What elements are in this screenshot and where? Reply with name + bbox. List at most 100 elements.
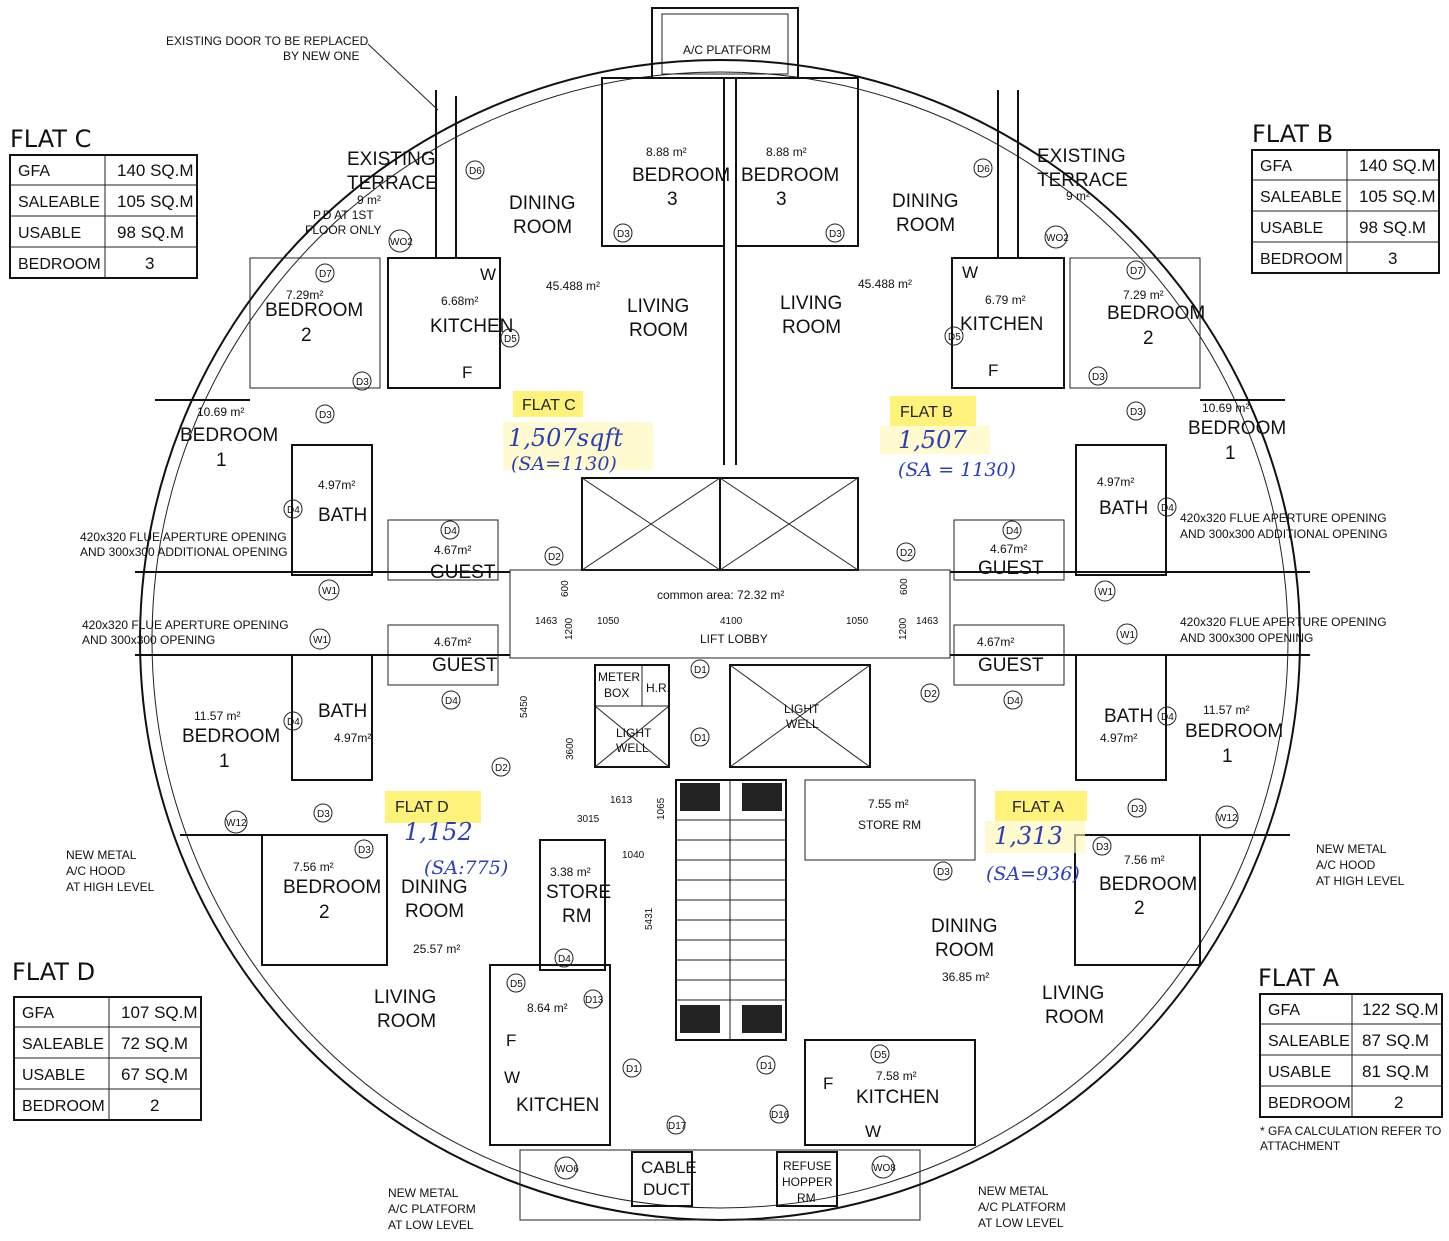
flat-a-usable-label: USABLE xyxy=(1268,1064,1331,1081)
svg-text:D2: D2 xyxy=(495,763,508,774)
common-area-label: common area: 72.32 m² xyxy=(657,588,784,602)
kitchen-c-fridge: F xyxy=(462,363,472,382)
window-tag: W12 xyxy=(1215,805,1239,829)
bedroom-2-c-area: 7.29m² xyxy=(286,288,323,302)
bath-c-area: 4.97m² xyxy=(318,478,355,492)
svg-text:D4: D4 xyxy=(287,717,300,728)
flat-d-highlight-label: FLAT D xyxy=(395,799,449,816)
guest-b-label: GUEST xyxy=(978,558,1044,579)
existing-door-note-2: BY NEW ONE xyxy=(283,49,359,63)
bedroom-1-b-area: 10.69 m² xyxy=(1202,401,1249,415)
flat-b-gfa-value: 140 SQ.M xyxy=(1359,156,1436,175)
existing-door-note: EXISTING DOOR TO BE REPLACED xyxy=(166,34,369,48)
window-tag: WO8 xyxy=(871,1155,896,1179)
flat-b-saleable-label: SALEABLE xyxy=(1260,189,1342,206)
window-tag: WO6 xyxy=(554,1156,579,1180)
dim-1050-right: 1050 xyxy=(846,616,869,627)
ac-platform-label: A/C PLATFORM xyxy=(683,43,771,57)
pd-note-2: FLOOR ONLY xyxy=(305,223,381,237)
svg-text:D5: D5 xyxy=(874,1050,887,1061)
flat-d-saleable-label: SALEABLE xyxy=(22,1036,104,1053)
bedroom-3-c-area: 8.88 m² xyxy=(646,145,687,159)
building-outline xyxy=(139,7,1301,1221)
door-tag: D4 xyxy=(1157,706,1177,726)
kitchen-d-walls xyxy=(489,964,611,1146)
window-tag: W1 xyxy=(318,579,340,601)
door-tag: D7 xyxy=(315,263,335,283)
bath-b-area: 4.97m² xyxy=(1097,475,1134,489)
dim-5431: 5431 xyxy=(644,907,655,930)
flat-a-bedroom-label: BEDROOM xyxy=(1268,1095,1351,1112)
flat-a-usable-value: 81 SQ.M xyxy=(1362,1062,1429,1081)
pd-note: P.D AT 1ST xyxy=(313,208,374,222)
flat-b-sa-handwritten: (SA = 1130) xyxy=(898,459,1016,481)
door-tag: D2 xyxy=(544,546,564,566)
ac-hood-note-right-1: NEW METAL xyxy=(1316,842,1387,856)
flat-c-table-title: FLAT C xyxy=(10,125,91,153)
door-tag: D5 xyxy=(870,1044,890,1064)
ac-hood-note-left-2: A/C HOOD xyxy=(66,864,126,878)
svg-text:WO6: WO6 xyxy=(556,1164,579,1175)
bath-c-walls xyxy=(291,444,373,576)
svg-text:D4: D4 xyxy=(445,696,458,707)
svg-text:D1: D1 xyxy=(694,665,707,676)
svg-text:W12: W12 xyxy=(1217,813,1238,824)
bedroom-1-d-area: 11.57 m² xyxy=(194,709,240,723)
flat-b-bedroom-label: BEDROOM xyxy=(1260,251,1343,268)
flat-c-bedroom-value: 3 xyxy=(145,254,154,273)
flat-c-sa-handwritten: (SA=1130) xyxy=(511,453,617,475)
cable-duct-label-2: DUCT xyxy=(643,1180,690,1199)
svg-text:D6: D6 xyxy=(977,164,990,175)
flat-d-highlight xyxy=(385,791,481,823)
stair-block-br xyxy=(742,1005,782,1033)
bedroom-2-b-area: 7.29 m² xyxy=(1123,288,1164,302)
flat-c-usable-value: 98 SQ.M xyxy=(117,223,184,242)
store-d-label-2: RM xyxy=(562,906,592,927)
door-tag: D3 xyxy=(825,223,845,243)
flat-a-highlight-label: FLAT A xyxy=(1012,799,1064,816)
flat-a-saleable-label: SALEABLE xyxy=(1268,1033,1350,1050)
flat-b-bedroom-value: 3 xyxy=(1388,249,1397,268)
dim-1040: 1040 xyxy=(622,850,645,861)
living-c-label-2: ROOM xyxy=(629,320,688,341)
door-tag: D2 xyxy=(491,757,511,777)
bath-b-label: BATH xyxy=(1099,498,1148,519)
ac-hood-note-right-2: A/C HOOD xyxy=(1316,858,1376,872)
door-tag: D6 xyxy=(465,160,485,180)
dining-b-label: DINING xyxy=(892,191,959,212)
flue-note-right-2: 420x320 FLUE APERTURE OPENING xyxy=(1180,615,1387,629)
bedroom-1-b-number: 1 xyxy=(1225,443,1236,464)
svg-text:D7: D7 xyxy=(319,269,332,280)
window-tag: W12 xyxy=(224,810,248,834)
svg-text:D6: D6 xyxy=(469,166,482,177)
svg-text:D2: D2 xyxy=(924,689,937,700)
door-tag: D4 xyxy=(283,711,303,731)
door-tag: D4 xyxy=(283,499,303,519)
flue-note-left-1: 420x320 FLUE APERTURE OPENING xyxy=(80,530,287,544)
living-d-label: LIVING xyxy=(374,987,436,1008)
door-tag: D3 xyxy=(315,404,335,424)
bottom-bay xyxy=(519,1149,921,1221)
inner-wall-circle xyxy=(151,71,1289,1209)
door-tag: D4 xyxy=(1157,497,1177,517)
door-tag: D17 xyxy=(666,1115,687,1135)
svg-text:D3: D3 xyxy=(937,867,950,878)
dining-c-label: DINING xyxy=(509,193,576,214)
bedroom-3-b-number: 3 xyxy=(776,189,787,210)
flat-b-table-title: FLAT B xyxy=(1252,120,1333,148)
ac-platform-note-right-1: NEW METAL xyxy=(978,1184,1049,1198)
bedroom-2-c-label: BEDROOM xyxy=(265,300,363,321)
stair-block-bl xyxy=(680,1005,720,1033)
kitchen-a-fridge: F xyxy=(823,1074,833,1093)
staircase xyxy=(675,779,787,1041)
flat-a-highlight xyxy=(995,791,1087,821)
kitchen-b-washer: W xyxy=(962,263,978,282)
bath-c-label: BATH xyxy=(318,505,367,526)
dining-d-area: 25.57 m² xyxy=(413,942,460,956)
dining-a-area: 36.85 m² xyxy=(942,970,989,984)
door-tag: D3 xyxy=(313,803,333,823)
dining-a-label-2: ROOM xyxy=(935,940,994,961)
svg-text:D5: D5 xyxy=(948,332,961,343)
living-c-label: LIVING xyxy=(627,296,689,317)
